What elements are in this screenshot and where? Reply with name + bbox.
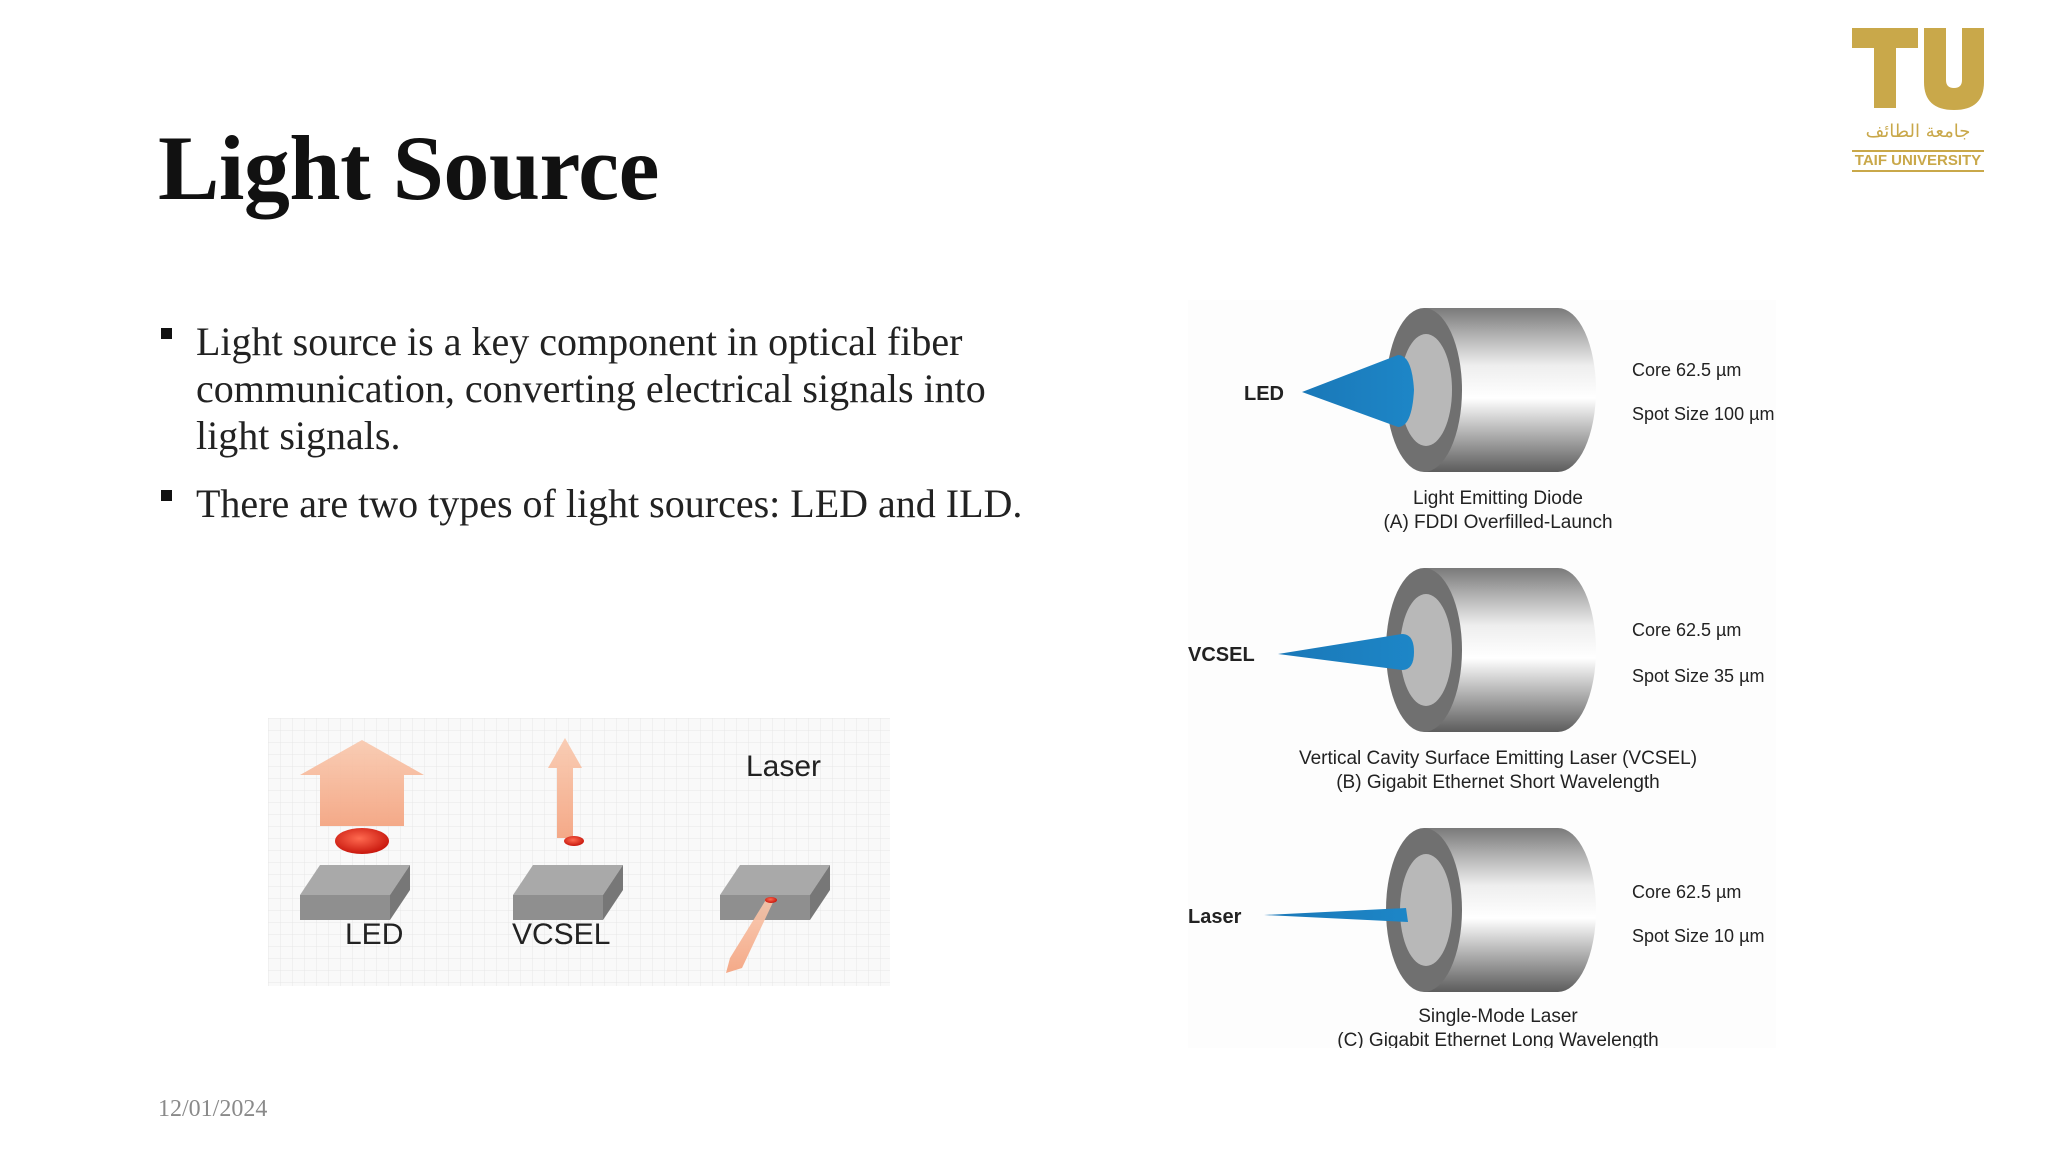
slide-title: Light Source (158, 117, 659, 219)
vcsel-beam (1278, 634, 1414, 670)
led-label: LED (345, 918, 403, 951)
led-caption-line2: (A) FDDI Overfilled-Launch (1383, 512, 1612, 533)
emitter-types-figure: LED VCSEL Laser (268, 718, 890, 986)
bullet-item: Light source is a key component in optic… (158, 318, 1028, 459)
led-caption-line1: Light Emitting Diode (1413, 488, 1583, 509)
vcsel-source-label: VCSEL (1188, 644, 1255, 666)
fiber-coupling-figure: LED Core 62.5 µm Spot Size 100 µm Light … (1188, 300, 1776, 1048)
vcsel-caption-line1: Vertical Cavity Surface Emitting Laser (… (1299, 748, 1697, 769)
coupling-panel-laser: Laser Core 62.5 µm Spot Size 10 µm Singl… (1188, 828, 1764, 1048)
led-core-label: Core 62.5 µm (1632, 360, 1741, 380)
bullet-text: There are two types of light sources: LE… (196, 481, 1023, 526)
laser-label: Laser (746, 750, 821, 783)
tu-logo-icon (1852, 28, 1984, 110)
laser-core-label: Core 62.5 µm (1632, 882, 1741, 902)
led-source-label: LED (1244, 383, 1284, 405)
led-spot-label: Spot Size 100 µm (1632, 404, 1774, 424)
laser-beam (1264, 908, 1408, 922)
bullet-text: Light source is a key component in optic… (196, 319, 986, 458)
university-logo: جامعة الطائف TAIF UNIVERSITY (1852, 24, 1990, 174)
vcsel-label: VCSEL (512, 918, 610, 951)
laser-source-label: Laser (1188, 906, 1242, 928)
logo-english-name: TAIF UNIVERSITY (1852, 150, 1984, 172)
coupling-panel-led: LED Core 62.5 µm Spot Size 100 µm Light … (1244, 308, 1774, 533)
led-beam (1302, 355, 1414, 427)
laser-spot-label: Spot Size 10 µm (1632, 926, 1764, 946)
laser-caption-line2: (C) Gigabit Ethernet Long Wavelength (1337, 1030, 1658, 1048)
coupling-panel-vcsel: VCSEL Core 62.5 µm Spot Size 35 µm Verti… (1188, 568, 1764, 793)
bullet-list: Light source is a key component in optic… (158, 318, 1028, 548)
bullet-square-icon (161, 490, 172, 501)
vcsel-core-label: Core 62.5 µm (1632, 620, 1741, 640)
slide-date: 12/01/2024 (158, 1096, 268, 1122)
laser-emitter (720, 865, 830, 973)
laser-caption-line1: Single-Mode Laser (1418, 1006, 1578, 1027)
vcsel-spot-label: Spot Size 35 µm (1632, 666, 1764, 686)
bullet-item: There are two types of light sources: LE… (158, 480, 1028, 527)
logo-arabic-name: جامعة الطائف (1865, 121, 1971, 142)
vcsel-caption-line2: (B) Gigabit Ethernet Short Wavelength (1336, 772, 1660, 793)
bullet-square-icon (161, 328, 172, 339)
led-emitter (300, 740, 424, 920)
vcsel-emitter (513, 738, 623, 920)
